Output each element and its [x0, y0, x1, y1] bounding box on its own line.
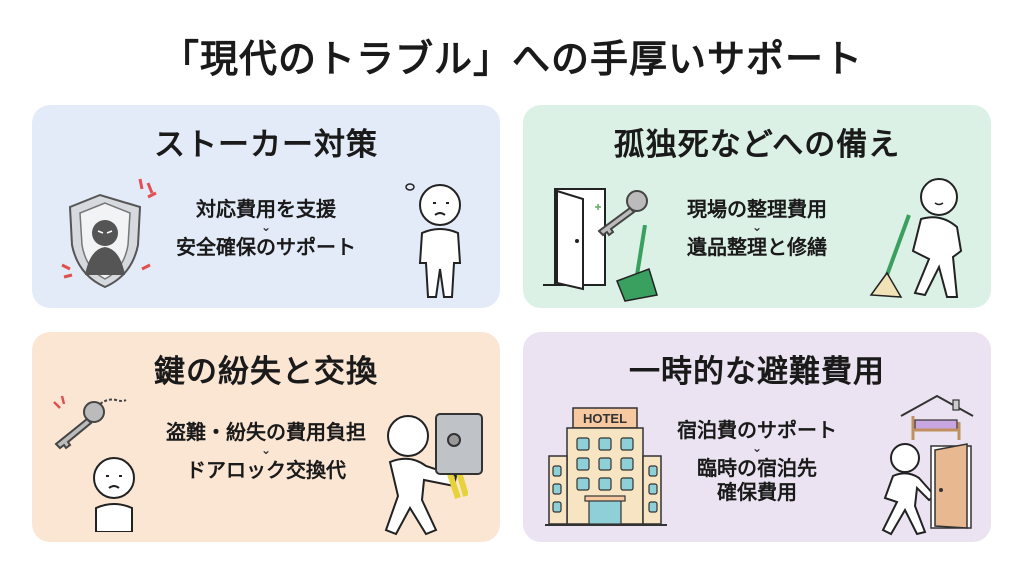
worried-person-icon [405, 183, 462, 298]
broken-keychain-icon [53, 395, 127, 450]
dustpan-icon [616, 225, 658, 302]
chevron-down-icon: ⌄ [260, 220, 272, 234]
card-line: 盗難・紛失の費用負担 [166, 420, 366, 444]
card-lines: 宿泊費のサポート ⌄ 臨時の宿泊先 確保費用 [523, 418, 991, 504]
card-lines: 対応費用を支援 ⌄ 安全確保のサポート [32, 197, 500, 259]
card-evacuation: 一時的な避難費用 宿泊費のサポート ⌄ 臨時の宿泊先 確保費用 HOTEL [523, 332, 991, 542]
card-lonely-death: 孤独死などへの備え 現場の整理費用 ⌄ 遺品整理と修繕 [523, 105, 991, 308]
card-lines: 現場の整理費用 ⌄ 遺品整理と修繕 [523, 197, 991, 259]
chevron-down-icon: ⌄ [751, 441, 763, 455]
key-icon [595, 190, 648, 237]
card-line: 対応費用を支援 [196, 197, 336, 221]
chevron-down-icon: ⌄ [751, 220, 763, 234]
card-line: 遺品整理と修繕 [687, 235, 827, 259]
chevron-down-icon: ⌄ [260, 443, 272, 457]
card-line: 安全確保のサポート [176, 235, 356, 259]
card-lines: 盗難・紛失の費用負担 ⌄ ドアロック交換代 [32, 420, 500, 482]
hotel-sign: HOTEL [583, 411, 627, 426]
worried-person-icon [93, 457, 135, 532]
card-line: ドアロック交換代 [186, 458, 346, 482]
open-door-icon [543, 188, 606, 291]
card-heading: 孤独死などへの備え [613, 127, 901, 163]
shield-with-stalker-icon [61, 178, 157, 289]
door-lock-icon [435, 413, 483, 475]
door-icon [930, 443, 972, 529]
house-with-bed-icon [900, 394, 974, 440]
card-heading: 鍵の紛失と交換 [154, 354, 378, 390]
card-line: 臨時の宿泊先 [697, 456, 817, 480]
card-heading: ストーカー対策 [154, 127, 378, 163]
card-line: 現場の整理費用 [687, 197, 827, 221]
card-lost-key: 鍵の紛失と交換 盗難・紛失の費用負担 ⌄ ドアロック交換代 [32, 332, 500, 542]
card-stalker: ストーカー対策 対応費用を支援 ⌄ 安全確保のサポート [32, 105, 500, 308]
person-with-keys-icon [384, 415, 468, 536]
sweeping-person-icon [869, 178, 963, 298]
card-line: 宿泊費のサポート [677, 418, 837, 442]
hotel-building-icon: HOTEL [545, 407, 667, 526]
card-heading: 一時的な避難費用 [629, 354, 885, 390]
card-line: 確保費用 [717, 480, 797, 504]
page-title: 「現代のトラブル」への手厚いサポート [160, 37, 863, 81]
